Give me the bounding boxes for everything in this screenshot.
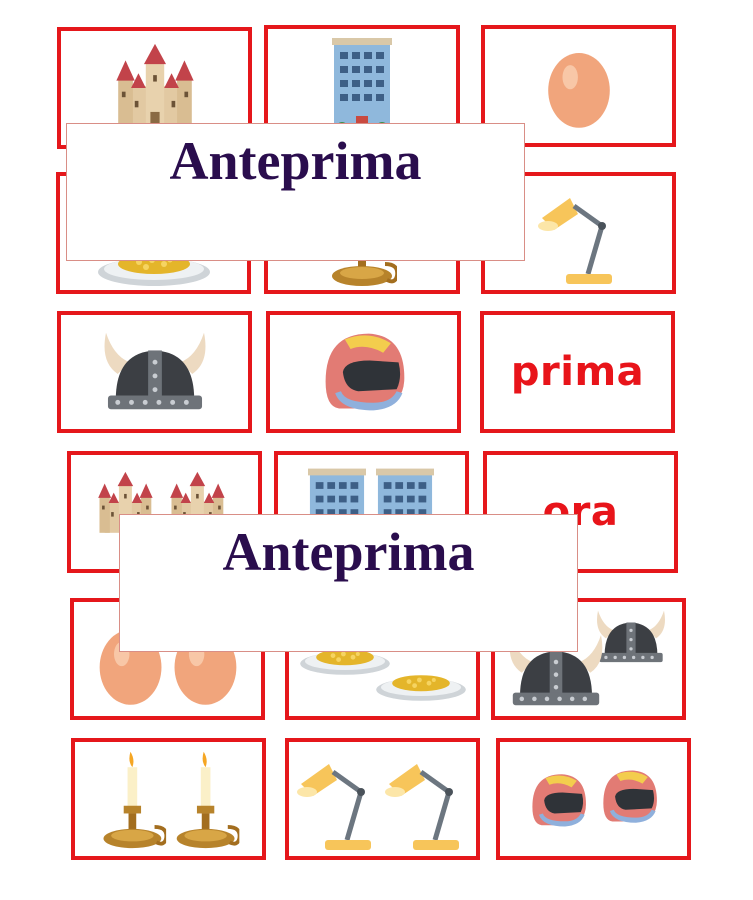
preview-title: Anteprima — [169, 131, 422, 191]
desk-lamp-icon — [534, 178, 624, 288]
viking-helmet-icon — [96, 323, 214, 421]
preview-banner: Anteprima — [119, 514, 578, 652]
preview-banner: Anteprima — [66, 123, 525, 261]
card-egg — [481, 25, 676, 147]
card-motorcycle-helmet — [266, 311, 461, 433]
card-word-prima: prima — [480, 311, 675, 433]
building-icon — [332, 36, 392, 136]
card-desk-lamps — [285, 738, 480, 860]
castle-icon — [109, 42, 201, 134]
candlesticks-icon — [101, 749, 239, 851]
egg-icon — [546, 42, 612, 130]
card-candlesticks — [71, 738, 266, 860]
word-prima: prima — [510, 349, 645, 395]
card-viking-helmet — [57, 311, 252, 433]
motorcycle-helmet-icon — [316, 324, 412, 420]
motorcycle-helmets-icon — [531, 770, 657, 827]
desk-lamps-icon — [293, 743, 473, 855]
card-motorcycle-helmets — [496, 738, 691, 860]
preview-title: Anteprima — [222, 522, 475, 582]
